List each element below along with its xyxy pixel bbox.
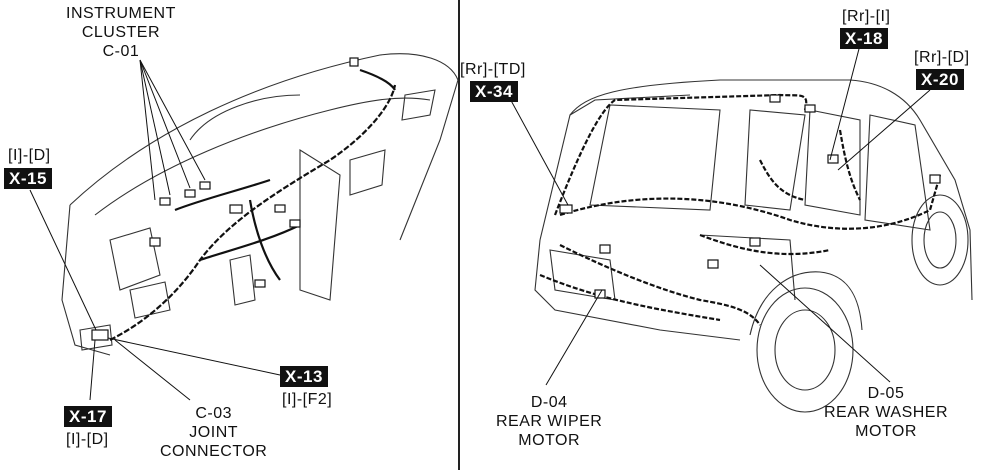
x34-location: [Rr]-[TD] <box>460 61 526 78</box>
x34-code: X-34 <box>470 81 518 102</box>
instrument-panel-diagram: INSTRUMENT CLUSTER C-01 [I]-[D] X-15 X-1… <box>0 0 460 470</box>
instrument-cluster-line-1: INSTRUMENT <box>66 5 176 22</box>
x20-code: X-20 <box>916 69 964 90</box>
rear-washer-motor-label: D-05 REAR WASHER MOTOR <box>824 384 948 441</box>
x13-code: X-13 <box>280 366 328 387</box>
rear-washer-line-3: MOTOR <box>855 423 917 440</box>
joint-connector-label: C-03 JOINT CONNECTOR <box>160 404 267 461</box>
instrument-cluster-line-2: CLUSTER <box>81 24 161 41</box>
instrument-cluster-label: INSTRUMENT CLUSTER C-01 <box>66 4 176 61</box>
joint-connector-line-2: JOINT <box>189 424 239 441</box>
rear-washer-line-2: REAR WASHER <box>824 404 949 421</box>
x17-location: [I]-[D] <box>66 431 109 448</box>
joint-connector-line-1: C-03 <box>195 405 232 422</box>
rear-wiper-motor-label: D-04 REAR WIPER MOTOR <box>496 393 602 450</box>
dashboard-drawing <box>29 53 459 401</box>
rear-washer-line-1: D-05 <box>867 385 905 402</box>
x18-location: [Rr]-[I] <box>842 8 891 25</box>
rear-wiper-line-2: REAR WIPER <box>496 413 603 430</box>
rear-harness-diagram: [Rr]-[TD] X-34 [Rr]-[I] X-18 [Rr]-[D] X-… <box>460 0 1004 470</box>
instrument-cluster-line-3: C-01 <box>102 43 140 60</box>
x13-location: [I]-[F2] <box>282 391 333 408</box>
x15-location: [I]-[D] <box>8 147 51 164</box>
joint-connector-line-3: CONNECTOR <box>160 443 268 460</box>
vehicle-drawing <box>507 44 973 413</box>
x15-code: X-15 <box>4 168 52 189</box>
rear-wiper-line-1: D-04 <box>530 394 568 411</box>
rear-wiper-line-3: MOTOR <box>518 432 581 449</box>
x20-location: [Rr]-[D] <box>914 49 970 66</box>
x18-code: X-18 <box>840 28 888 49</box>
x17-code: X-17 <box>64 406 112 427</box>
